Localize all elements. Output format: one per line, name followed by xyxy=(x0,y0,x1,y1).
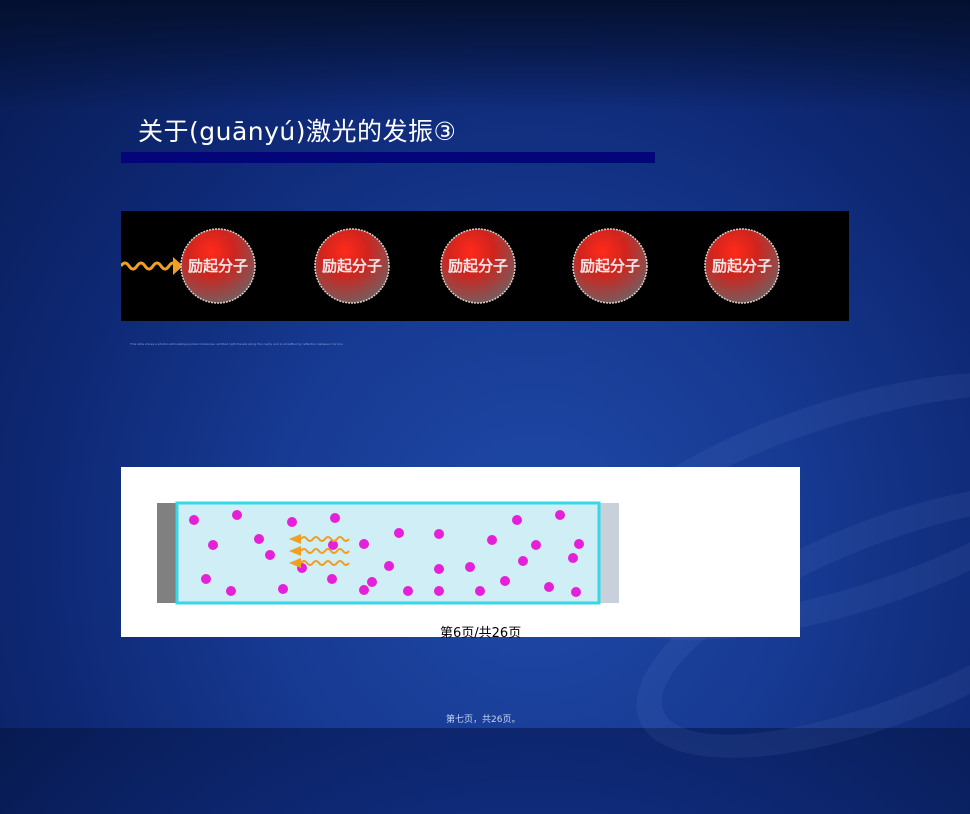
atom-particle xyxy=(226,586,236,596)
atom-particle xyxy=(531,540,541,550)
atom-particle xyxy=(394,528,404,538)
tiny-note-text: This slide shows a photon stimulating ex… xyxy=(130,342,344,346)
excited-molecule: 励起分子 xyxy=(704,228,780,304)
atom-particle xyxy=(254,534,264,544)
cavity-svg xyxy=(157,501,619,605)
atom-particle xyxy=(359,585,369,595)
background-top-shade xyxy=(0,0,970,110)
atom-particle xyxy=(434,529,444,539)
atom-particle xyxy=(384,561,394,571)
molecule-row-svg: 励起分子 励起分子 励起分子 励起分子 励起分子 xyxy=(119,228,780,304)
excited-molecule: 励起分子 xyxy=(180,228,256,304)
incoming-photon-arrow xyxy=(119,257,183,275)
molecule-label: 励起分子 xyxy=(580,257,640,275)
molecule-label: 励起分子 xyxy=(448,257,508,275)
atom-particle xyxy=(265,550,275,560)
atom-particle xyxy=(518,556,528,566)
atom-particle xyxy=(327,574,337,584)
molecule-label: 励起分子 xyxy=(712,257,772,275)
atom-particle xyxy=(512,515,522,525)
atom-particle xyxy=(278,584,288,594)
molecule-label: 励起分子 xyxy=(188,257,248,275)
atom-particle xyxy=(330,513,340,523)
title-accent-bar xyxy=(121,152,655,163)
atom-particle xyxy=(574,539,584,549)
laser-cavity-animation xyxy=(121,467,800,637)
atom-particle xyxy=(434,564,444,574)
excited-molecule: 励起分子 xyxy=(314,228,390,304)
photon-wave xyxy=(289,558,350,568)
left-mirror xyxy=(157,503,177,603)
atom-particle xyxy=(359,539,369,549)
atom-particle xyxy=(555,510,565,520)
atom-particle xyxy=(367,577,377,587)
atom-particle xyxy=(232,510,242,520)
atom-particle xyxy=(287,517,297,527)
right-mirror xyxy=(599,503,619,603)
excited-molecule: 励起分子 xyxy=(440,228,516,304)
atom-particle xyxy=(434,586,444,596)
atom-particle xyxy=(189,515,199,525)
excited-molecule: 励起分子 xyxy=(572,228,648,304)
atom-particle xyxy=(465,562,475,572)
photon-wave xyxy=(289,534,350,544)
atom-particle xyxy=(544,582,554,592)
atom-particle xyxy=(201,574,211,584)
atom-particle xyxy=(403,586,413,596)
atom-particle xyxy=(487,535,497,545)
slide-title: 关于(guānyú)激光的发振③ xyxy=(138,117,457,146)
atom-particle xyxy=(328,540,338,550)
footer-page-note: 第七页，共26页。 xyxy=(446,715,521,725)
atom-particle xyxy=(475,586,485,596)
atom-particle xyxy=(208,540,218,550)
atom-particle xyxy=(500,576,510,586)
excited-molecule-animation: 励起分子 励起分子 励起分子 励起分子 励起分子 xyxy=(119,211,849,321)
photon-wave xyxy=(289,546,350,556)
gain-medium xyxy=(175,501,601,605)
atom-particle xyxy=(571,587,581,597)
molecule-label: 励起分子 xyxy=(322,257,382,275)
page-counter: 第6页/共26页 xyxy=(440,626,522,641)
atom-particle xyxy=(568,553,578,563)
